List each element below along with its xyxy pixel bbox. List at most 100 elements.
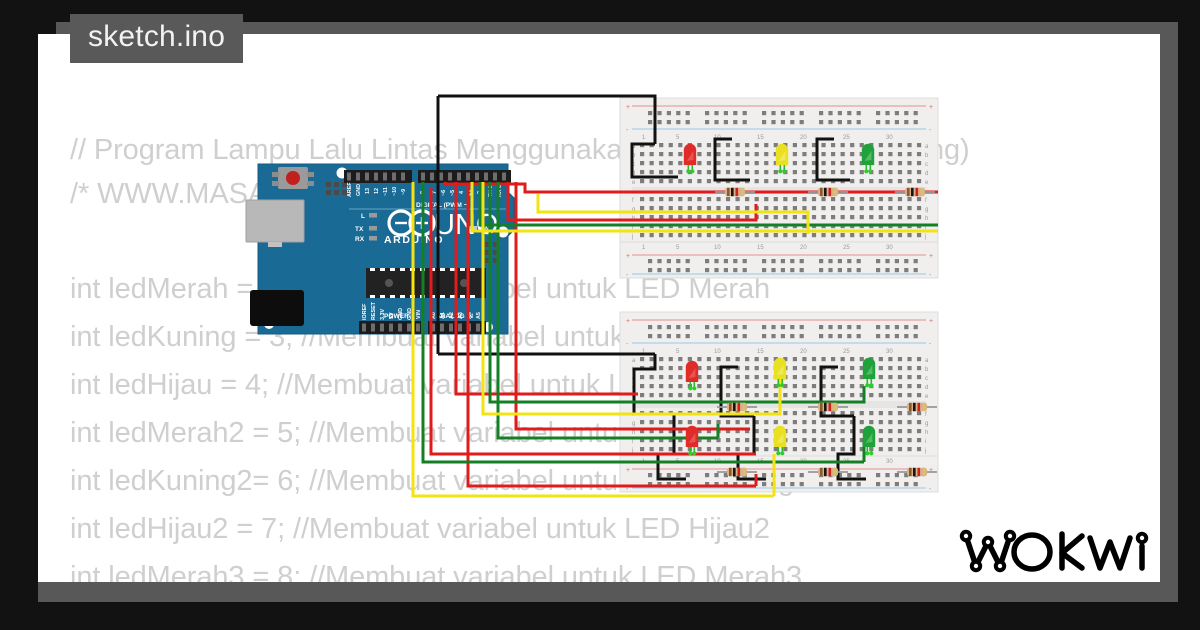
- svg-text:g: g: [632, 421, 635, 427]
- svg-text:d: d: [632, 171, 635, 177]
- svg-text:-: -: [626, 341, 629, 348]
- svg-text:j: j: [631, 448, 633, 454]
- svg-text:TX: TX: [355, 226, 364, 233]
- arduino-uno-board[interactable]: AREF GND 13 12 ~11 ~10 ~9 8 7 ~6 ~5 4 ~3…: [245, 163, 515, 335]
- svg-text:30: 30: [886, 349, 893, 355]
- svg-text:+: +: [626, 318, 630, 325]
- svg-text:RX 0: RX 0: [497, 185, 503, 197]
- svg-text:25: 25: [843, 245, 850, 251]
- svg-text:i: i: [632, 439, 633, 445]
- panel-bottom-shadow: [38, 582, 1178, 602]
- svg-text:b: b: [925, 367, 929, 373]
- svg-text:e: e: [925, 180, 929, 186]
- wire-bundle: [411, 94, 938, 498]
- svg-text:1: 1: [642, 245, 646, 251]
- svg-text:a: a: [925, 358, 929, 364]
- svg-text:h: h: [632, 430, 635, 436]
- svg-text:A4: A4: [467, 312, 473, 319]
- svg-text:e: e: [925, 394, 929, 400]
- svg-text:3.3V: 3.3V: [380, 309, 386, 320]
- svg-text:A2: A2: [449, 312, 455, 319]
- svg-text:7: 7: [432, 191, 438, 194]
- svg-text:f: f: [925, 412, 927, 418]
- svg-text:-: -: [929, 341, 932, 348]
- svg-text:30: 30: [886, 459, 893, 465]
- svg-text:5: 5: [676, 349, 680, 355]
- svg-text:b: b: [925, 153, 929, 159]
- svg-text:20: 20: [800, 245, 807, 251]
- wokwi-canvas: // Program Lampu Lalu Lintas Menggunakan…: [38, 34, 1160, 582]
- svg-text:15: 15: [757, 349, 764, 355]
- svg-text:-: -: [929, 127, 932, 134]
- svg-text:1: 1: [642, 349, 646, 355]
- svg-text:i: i: [925, 225, 926, 231]
- svg-text:+: +: [626, 467, 630, 474]
- svg-text:~11: ~11: [383, 187, 389, 196]
- svg-text:h: h: [925, 430, 928, 436]
- svg-text:RESET: RESET: [371, 301, 377, 320]
- svg-text:j: j: [631, 234, 633, 240]
- svg-text:12: 12: [374, 188, 380, 194]
- wokwi-logo: [958, 522, 1158, 582]
- svg-text:A0: A0: [431, 312, 437, 319]
- svg-text:GND: GND: [356, 184, 362, 196]
- svg-text:-: -: [626, 486, 629, 493]
- svg-text:a: a: [632, 144, 636, 150]
- svg-text:b: b: [632, 153, 636, 159]
- svg-text:h: h: [925, 216, 928, 222]
- svg-text:A3: A3: [458, 312, 464, 319]
- svg-text:VIN: VIN: [416, 310, 422, 319]
- svg-text:+: +: [929, 253, 933, 260]
- svg-text:i: i: [632, 225, 633, 231]
- svg-text:20: 20: [800, 349, 807, 355]
- svg-text:+: +: [929, 318, 933, 325]
- svg-text:30: 30: [886, 245, 893, 251]
- svg-text:~9: ~9: [401, 189, 407, 195]
- svg-text:30: 30: [886, 135, 893, 141]
- svg-text:5: 5: [676, 135, 680, 141]
- svg-text:IOREF: IOREF: [362, 303, 368, 320]
- svg-text:A1: A1: [440, 312, 446, 319]
- svg-text:f: f: [925, 198, 927, 204]
- svg-text:d: d: [925, 171, 928, 177]
- svg-text:10: 10: [714, 245, 721, 251]
- svg-text:AREF: AREF: [347, 182, 353, 197]
- svg-text:e: e: [632, 180, 636, 186]
- svg-text:13: 13: [365, 188, 371, 194]
- svg-text:f: f: [632, 198, 634, 204]
- tab-sketch-ino[interactable]: sketch.ino: [70, 14, 244, 63]
- svg-text:+: +: [626, 253, 630, 260]
- svg-text:DIGITAL (PWM ~): DIGITAL (PWM ~): [416, 202, 470, 209]
- svg-text:-: -: [929, 272, 932, 279]
- svg-text:GND: GND: [407, 308, 413, 320]
- svg-text:25: 25: [843, 349, 850, 355]
- svg-text:5V: 5V: [389, 312, 395, 319]
- svg-text:g: g: [925, 207, 928, 213]
- svg-text:j: j: [924, 234, 926, 240]
- svg-text:4: 4: [459, 191, 465, 194]
- svg-text:25: 25: [843, 135, 850, 141]
- svg-text:~6: ~6: [441, 190, 447, 196]
- svg-text:~5: ~5: [450, 190, 456, 196]
- svg-text:j: j: [924, 448, 926, 454]
- svg-text:i: i: [925, 439, 926, 445]
- svg-text:GND: GND: [398, 308, 404, 320]
- svg-text:c: c: [925, 162, 928, 168]
- svg-text:a: a: [925, 144, 929, 150]
- svg-text:-: -: [626, 127, 629, 134]
- svg-text:+: +: [626, 104, 630, 111]
- svg-text:+: +: [929, 467, 933, 474]
- svg-text:POWER: POWER: [384, 313, 409, 320]
- svg-text:15: 15: [757, 135, 764, 141]
- svg-text:~10: ~10: [392, 187, 398, 196]
- svg-text:L: L: [361, 213, 365, 220]
- svg-text:RX: RX: [355, 236, 365, 243]
- svg-text:d: d: [925, 385, 928, 391]
- tab-label: sketch.ino: [88, 20, 226, 53]
- svg-text:g: g: [925, 421, 928, 427]
- svg-text:a: a: [632, 358, 636, 364]
- svg-text:-: -: [626, 272, 629, 279]
